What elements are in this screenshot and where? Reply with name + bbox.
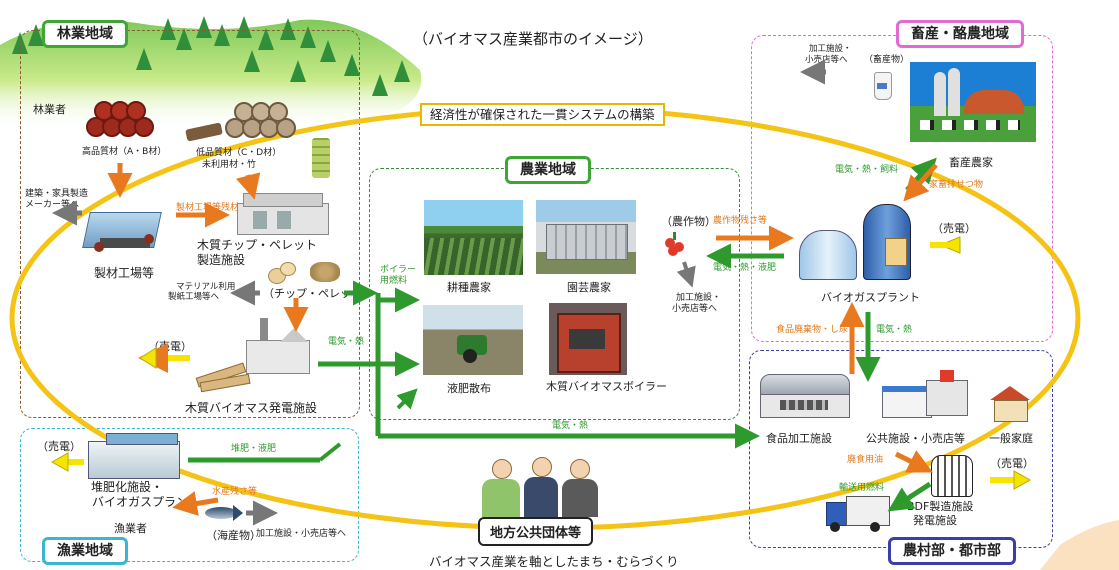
bdf-facility-illustration — [929, 455, 973, 497]
bamboo-illustration — [312, 138, 330, 178]
label-boiler-fuel-1: ボイラー — [380, 265, 417, 275]
label-wood-boiler: 木質バイオマスボイラー — [546, 380, 667, 393]
diagram-title: （バイオマス産業都市のイメージ） — [413, 30, 653, 48]
label-sell-power-bdf: （売電） — [990, 457, 1034, 470]
label-bdf-1: BDF製造施設 — [907, 500, 974, 513]
greenhouse-photo — [536, 200, 636, 274]
liquid-fertilizer-photo — [423, 305, 523, 375]
high-grade-logs-illustration — [86, 95, 154, 139]
label-elec-heat-ls: 電気・熱 — [876, 325, 913, 335]
dairy-farm-photo — [910, 62, 1036, 142]
label-field-farmer: 耕種農家 — [447, 281, 491, 294]
label-chip-pellet: （チップ・ペレット） — [263, 287, 373, 300]
chip-facility-illustration — [237, 193, 329, 235]
footer-caption: バイオマス産業を軸としたまち・むらづくり — [429, 554, 679, 569]
label-low-grade-2: 未利用材・竹 — [202, 160, 257, 170]
label-elec-heat-fert: 電気・熱・液肥 — [713, 263, 777, 273]
food-processing-illustration — [760, 370, 852, 422]
label-material-1: マテリアル利用 — [176, 282, 236, 292]
label-crop-residue: 農作物残さ等 — [713, 216, 768, 226]
biogas-plant-illustration — [793, 198, 923, 282]
label-household: 一般家庭 — [989, 432, 1033, 445]
label-power-plant: 木質バイオマス発電施設 — [185, 401, 318, 415]
label-liquid-fertilizer: 液肥散布 — [447, 382, 491, 395]
label-fisher: 漁業者 — [114, 522, 147, 535]
wood-boiler-photo — [549, 303, 627, 375]
label-sawmill: 製材工場等 — [94, 266, 155, 280]
milk-bottle-icon — [874, 72, 892, 100]
label-compost-1: 堆肥化施設・ — [91, 480, 164, 494]
label-biogas-plant: バイオガスプラント — [821, 291, 920, 304]
low-grade-logs-illustration — [225, 92, 296, 138]
fish-icon — [205, 505, 245, 521]
wood-chip-illustration — [268, 262, 304, 284]
label-elec-heat-ag: 電気・熱 — [552, 421, 589, 431]
label-fish-processing: 加工施設・小売店等へ — [256, 529, 347, 539]
tag-rural-urban: 農村部・都市部 — [888, 537, 1016, 565]
label-compost-fert: 堆肥・液肥 — [231, 444, 277, 454]
label-sell-power-fishery: （売電） — [37, 440, 81, 453]
label-sell-power-biogas: （売電） — [932, 222, 976, 235]
compost-facility-illustration — [88, 433, 186, 479]
label-livestock-farmer: 畜産農家 — [949, 156, 993, 169]
people-handshake-illustration — [476, 455, 606, 517]
label-ls-processing-1: 加工施設・ — [809, 44, 852, 54]
tomato-icon — [665, 232, 685, 256]
label-waste-oil: 廃食用油 — [847, 455, 884, 465]
label-fish-residue: 水産残さ等 — [212, 487, 258, 497]
field-farmer-photo — [424, 200, 523, 275]
local-government-box: 地方公共団体等 — [478, 517, 594, 546]
label-horticulture-farmer: 園芸農家 — [567, 281, 611, 294]
label-material-2: 製紙工場等へ — [168, 292, 220, 302]
sawmill-illustration — [82, 198, 164, 252]
label-chip-facility-2: 製造施設 — [197, 253, 246, 267]
pellet-illustration — [310, 262, 340, 282]
label-elec-heat-feed: 電気・熱・飼料 — [835, 165, 899, 175]
label-chip-facility-1: 木質チップ・ペレット — [197, 238, 318, 252]
label-public-facilities: 公共施設・小売店等 — [866, 432, 965, 445]
public-facilities-illustration — [882, 366, 968, 418]
system-banner: 経済性が確保された一貫システムの構築 — [420, 103, 665, 126]
label-builder-1: 建築・家具製造 — [25, 189, 89, 199]
tag-forestry: 林業地域 — [42, 20, 128, 48]
label-ag-processing-1: 加工施設・ — [676, 293, 722, 303]
tag-fishery: 漁業地域 — [42, 537, 128, 565]
label-ls-processing-2: 小売店等へ — [805, 55, 848, 65]
label-bdf-2: 発電施設 — [913, 514, 957, 527]
label-livestock-products: （畜産物） — [864, 55, 910, 65]
region-forestry-box — [20, 30, 360, 418]
region-fishery-box — [20, 428, 359, 562]
label-seafood: （海産物） — [206, 529, 261, 542]
label-high-grade: 高品質材（A・B材） — [82, 147, 167, 157]
label-manure: 家畜排せつ物 — [929, 180, 984, 190]
label-food-processing: 食品加工施設 — [766, 432, 832, 445]
label-forester: 林業者 — [33, 103, 66, 116]
label-low-grade-1: 低品質材（C・D材） — [196, 148, 282, 158]
label-ag-processing-2: 小売店等へ — [672, 304, 718, 314]
house-illustration — [990, 386, 1030, 422]
label-transport-fuel: 輸送用燃料 — [839, 483, 885, 493]
label-boiler-fuel-2: 用燃料 — [380, 276, 408, 286]
power-plant-illustration — [246, 318, 310, 374]
tag-livestock: 畜産・酪農地域 — [896, 20, 1024, 48]
label-crops: （農作物） — [661, 215, 716, 228]
tag-agriculture: 農業地域 — [505, 156, 591, 184]
label-food-waste: 食品廃棄物・し尿 — [776, 325, 849, 335]
label-elec-heat-forestry: 電気・熱 — [328, 337, 365, 347]
